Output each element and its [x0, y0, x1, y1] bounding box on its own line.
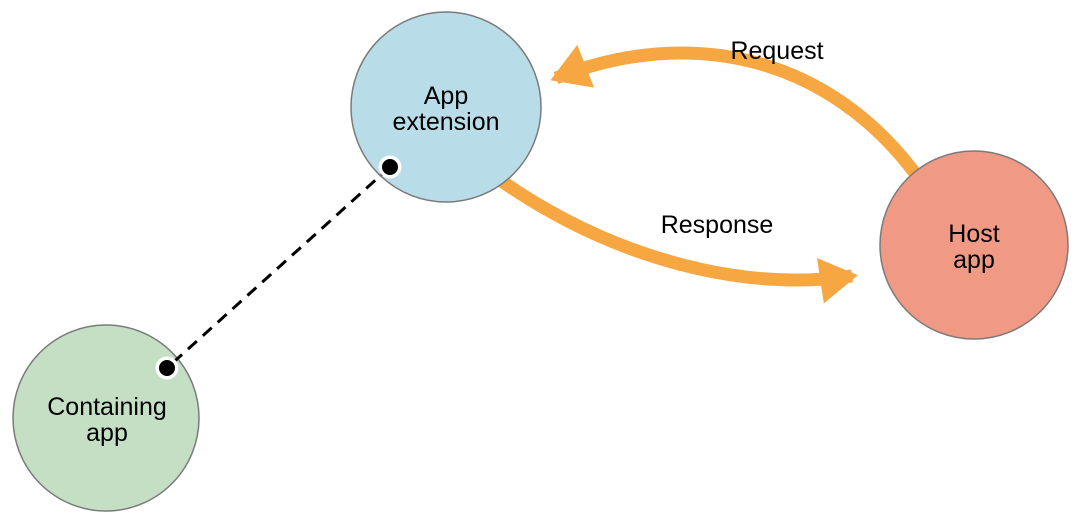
app-extension-label-line1: App	[424, 82, 468, 110]
containing-app-label-line2: app	[86, 419, 128, 447]
connector-endpoint-dot-containing-app	[155, 356, 179, 380]
request-arrow	[550, 44, 926, 184]
host-app-label-line1: Host	[948, 220, 999, 248]
request-arrow-label: Request	[730, 37, 823, 65]
host-app-node	[879, 150, 1069, 340]
endpoint-dot	[382, 159, 398, 175]
containment-dashed-connector	[165, 165, 392, 370]
app-extension-label-line2: extension	[392, 108, 499, 136]
response-arrow-label: Response	[661, 211, 774, 239]
connector-endpoint-dot-app-extension	[378, 155, 402, 179]
host-app-label-line2: app	[953, 246, 995, 274]
endpoint-dot	[159, 360, 175, 376]
containing-app-node	[12, 324, 200, 512]
containing-app-label-line1: Containing	[47, 393, 167, 421]
response-arrow	[496, 174, 858, 304]
app-extension-node	[350, 11, 542, 203]
